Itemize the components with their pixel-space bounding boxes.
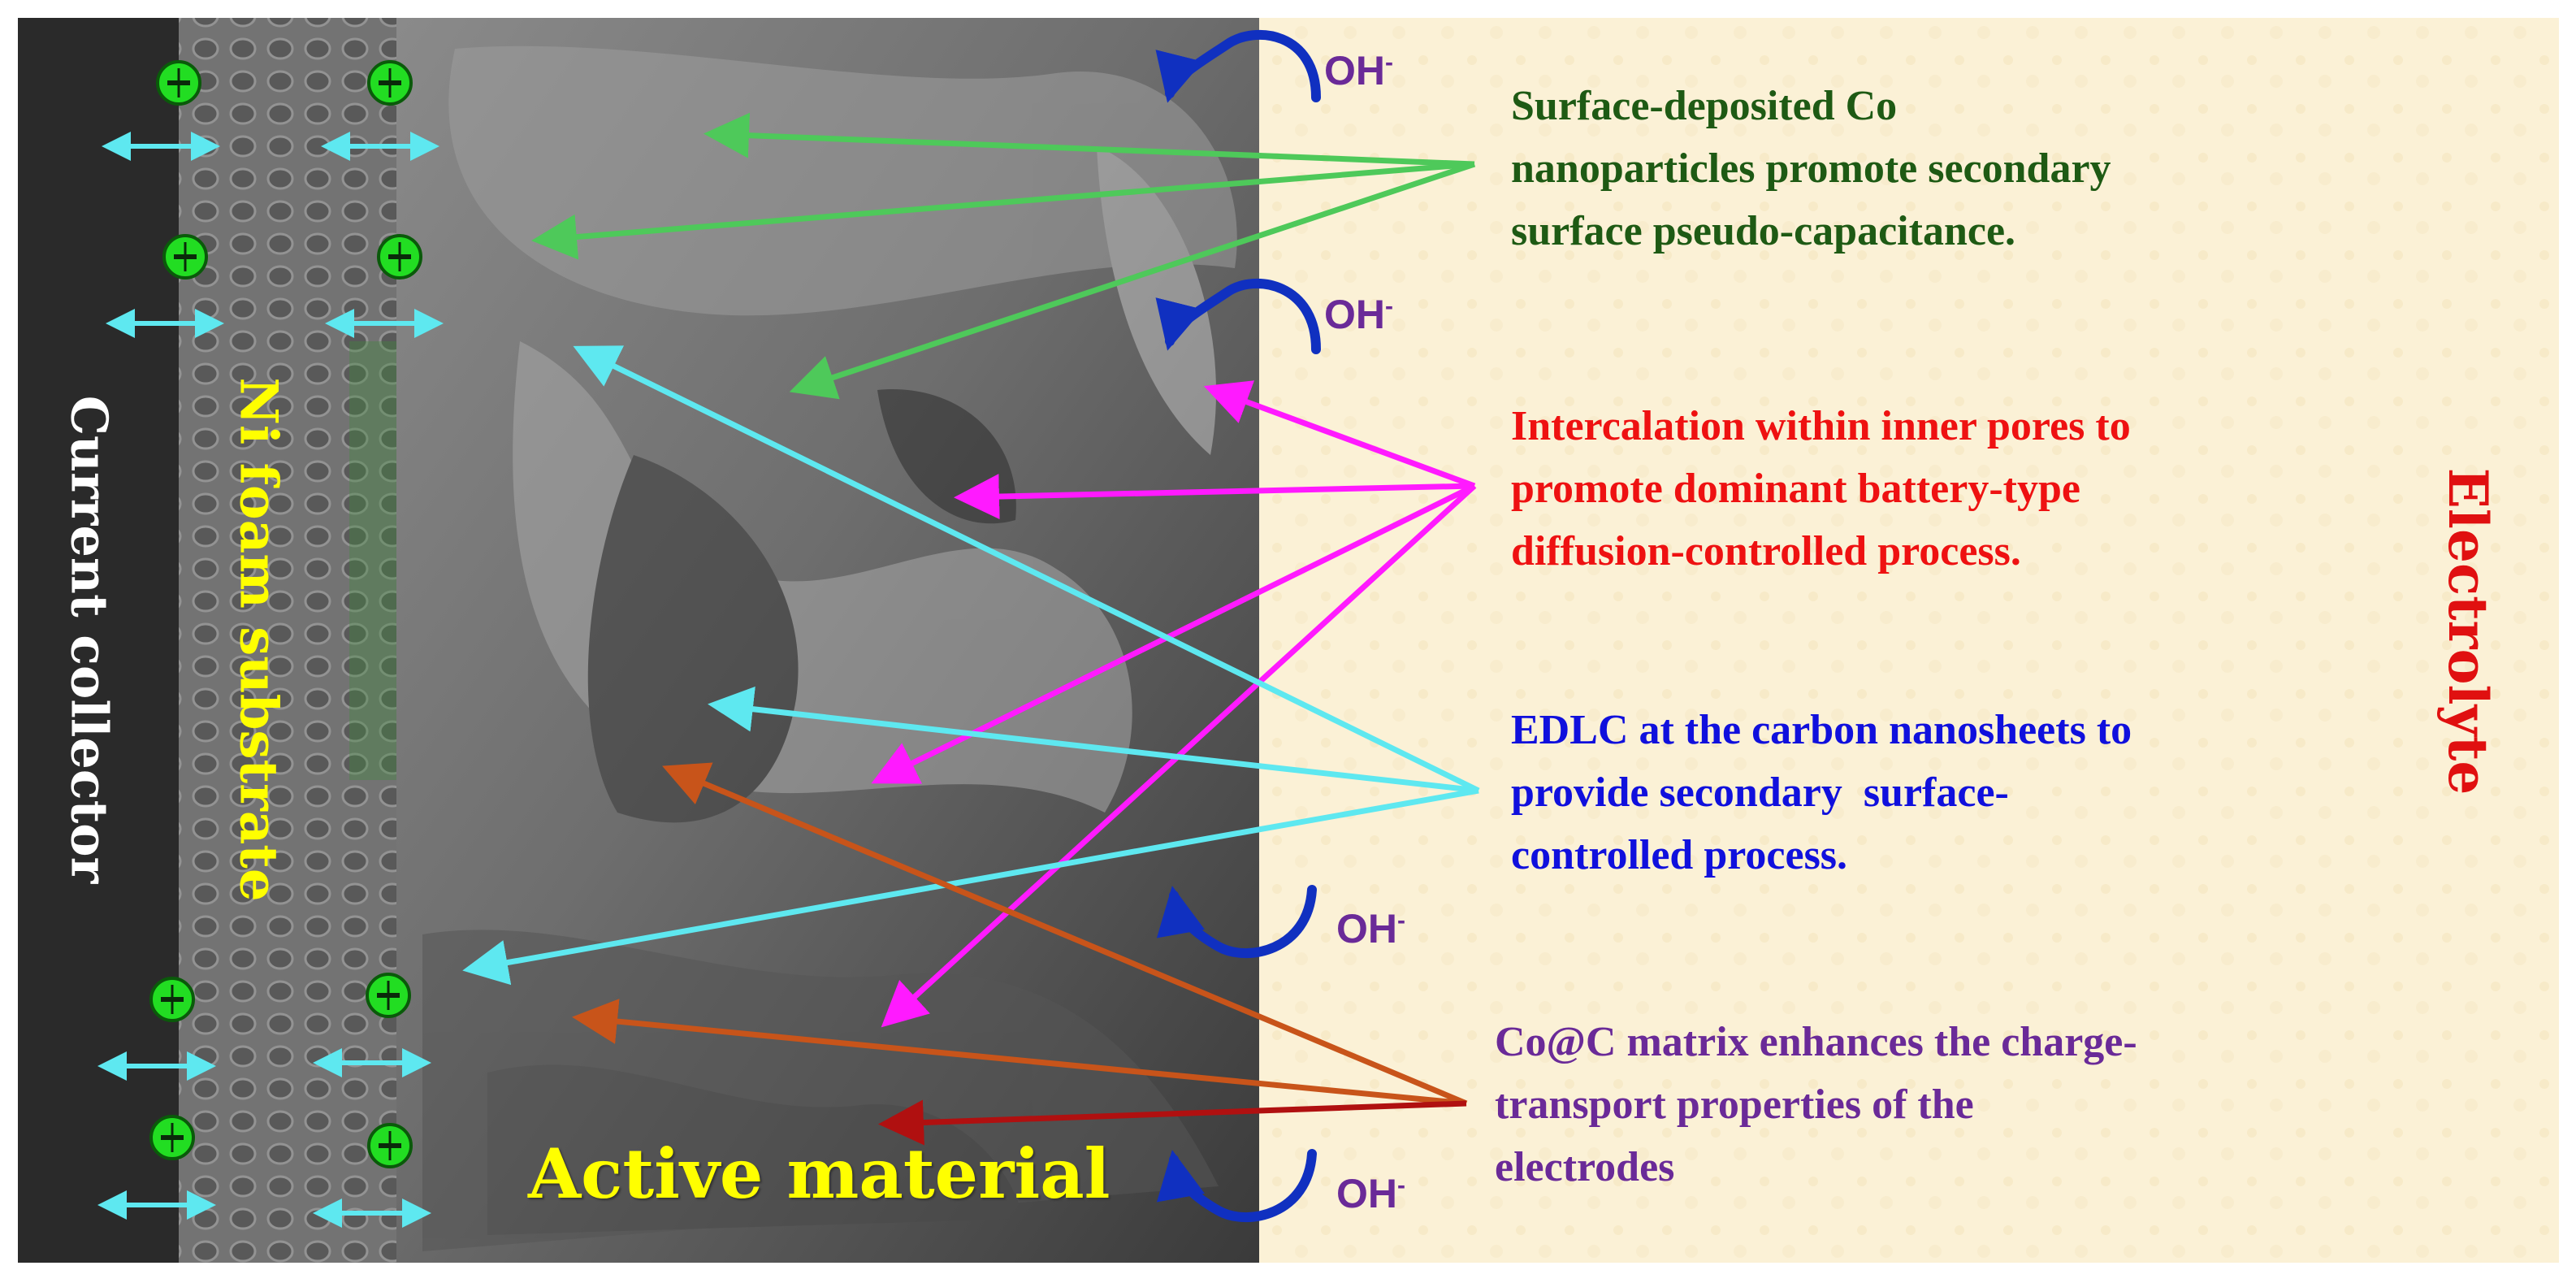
electron-minus-icon xyxy=(369,62,411,104)
oh-ion-label: OH- xyxy=(1324,291,1393,338)
electron-minus-icon xyxy=(164,236,206,278)
co-nanoparticle-description: Surface-deposited Co nanoparticles promo… xyxy=(1511,75,2111,262)
oh-ion-label: OH- xyxy=(1324,47,1393,94)
electron-minus-icon xyxy=(151,978,193,1021)
electron-minus-icon xyxy=(379,236,421,278)
oh-ion-label: OH- xyxy=(1336,1170,1405,1217)
electrolyte-label: Electrolyte xyxy=(2436,468,2500,795)
current-collector-label: Current collector xyxy=(60,396,119,884)
electron-minus-icon xyxy=(369,1125,411,1167)
electron-minus-icon xyxy=(151,1116,193,1159)
electron-minus-icon xyxy=(158,62,200,104)
electron-minus-icon xyxy=(367,974,409,1016)
oh-ion-label: OH- xyxy=(1336,905,1405,952)
ni-foam-label: Ni foam substrate xyxy=(228,377,289,901)
edlc-description: EDLC at the carbon nanosheets to provide… xyxy=(1511,699,2132,886)
co-c-matrix-description: Co@C matrix enhances the charge- transpo… xyxy=(1495,1011,2137,1198)
intercalation-description: Intercalation within inner pores to prom… xyxy=(1511,395,2131,583)
active-material-label: Active material xyxy=(528,1133,1110,1214)
